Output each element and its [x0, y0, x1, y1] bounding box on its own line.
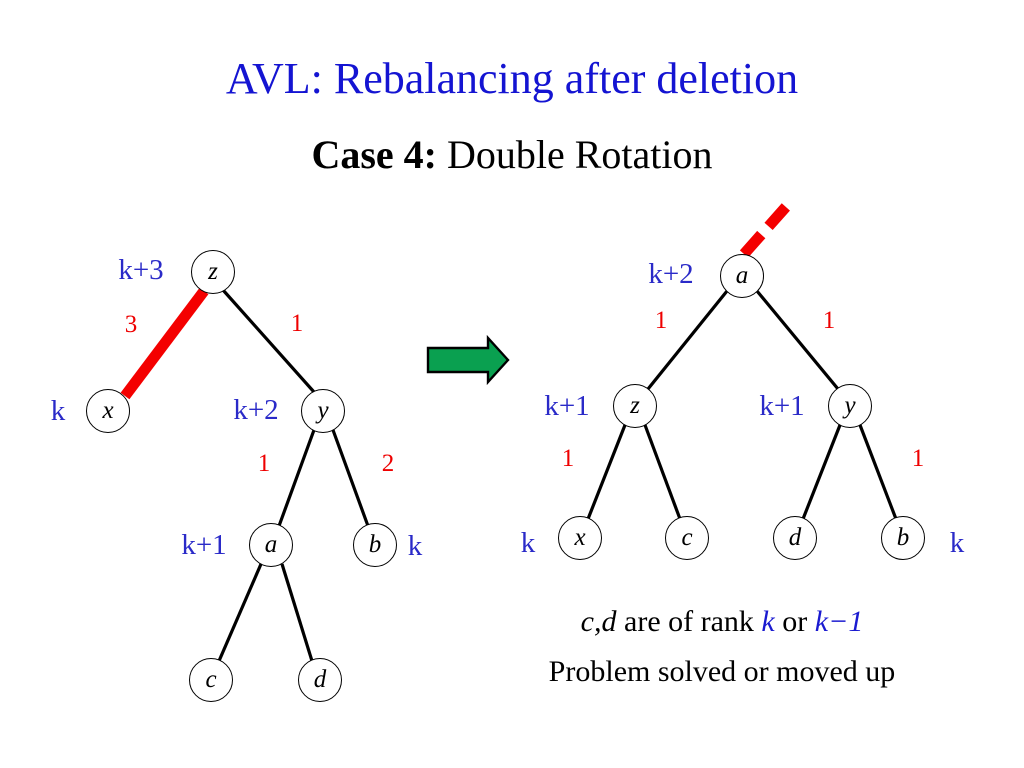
node-right-d-label: d [788, 523, 802, 551]
subtitle-case-label: Case 4: [311, 132, 437, 177]
node-right-z[interactable]: z [613, 384, 657, 428]
node-left-x[interactable]: x [86, 389, 130, 433]
subtitle-rest-label: Double Rotation [437, 132, 713, 177]
node-left-y-label: y [317, 396, 329, 424]
weight-label-right-a-z: 1 [654, 307, 668, 334]
edge-left-z-y [221, 288, 316, 394]
node-right-x[interactable]: x [558, 516, 602, 560]
node-left-a-label: a [264, 530, 278, 558]
node-left-x-label: x [102, 396, 114, 424]
node-right-b-label: b [896, 523, 910, 551]
caption-rank-note: c,d are of rank k or k−1 [581, 605, 864, 639]
weight-label-left-z-x: 3 [124, 311, 138, 338]
node-left-d-label: d [313, 665, 327, 693]
weight-label-right-y-b: 1 [911, 445, 925, 472]
edge-left-y-a [277, 429, 316, 527]
page-subtitle: Case 4: Double Rotation [0, 132, 1024, 178]
node-left-b[interactable]: b [353, 523, 397, 567]
weight-label-left-y-b: 2 [381, 450, 395, 477]
node-right-a-label: a [735, 261, 749, 289]
node-right-y-label: y [844, 391, 856, 419]
edge-right-z-c [643, 424, 682, 520]
edge-right-a-y [755, 289, 840, 391]
caption-problem-status: Problem solved or moved up [548, 655, 896, 688]
caption-are-of-rank: are of rank [616, 605, 762, 638]
edge-right-a-z [646, 289, 729, 391]
weight-label-left-y-a: 1 [257, 450, 271, 477]
node-left-z[interactable]: z [191, 250, 235, 294]
node-right-d[interactable]: d [773, 516, 817, 560]
edge-right-y-d [801, 424, 842, 520]
edge-right-z-x [586, 424, 627, 520]
node-right-b[interactable]: b [881, 516, 925, 560]
edge-right-parent-a-dashed-red [739, 196, 797, 258]
node-left-y[interactable]: y [301, 389, 345, 433]
weight-label-right-z-x: 1 [561, 445, 575, 472]
caption-nodes-cd: c,d [580, 605, 617, 638]
rank-label-right-a: k+2 [648, 258, 694, 290]
caption-rank-k: k [761, 605, 775, 638]
weight-label-left-z-y: 1 [290, 310, 304, 337]
node-right-y[interactable]: y [828, 384, 872, 428]
node-right-z-label: z [630, 391, 640, 419]
page-title: AVL: Rebalancing after deletion [225, 54, 799, 103]
edge-right-y-b [858, 424, 898, 520]
node-right-x-label: x [574, 523, 586, 551]
rank-label-right-b: k [949, 527, 965, 559]
node-left-z-label: z [208, 257, 218, 285]
node-right-c-label: c [681, 523, 693, 551]
rank-label-right-y: k+1 [759, 390, 805, 422]
node-right-a[interactable]: a [720, 254, 764, 298]
edge-left-z-x-red [120, 287, 209, 400]
edge-left-y-b [331, 429, 370, 527]
rank-label-left-z: k+3 [118, 254, 164, 286]
rank-label-left-y: k+2 [233, 394, 279, 426]
caption-or: or [774, 605, 815, 638]
edge-left-a-d [280, 563, 314, 662]
transformation-arrow-icon [426, 334, 510, 386]
node-left-a[interactable]: a [249, 523, 293, 567]
rank-label-right-z: k+1 [544, 390, 590, 422]
caption-rank-k-minus-1: k−1 [814, 605, 864, 638]
weight-label-right-a-y: 1 [822, 307, 836, 334]
node-left-b-label: b [368, 530, 382, 558]
rank-label-left-a: k+1 [181, 529, 227, 561]
rank-label-left-x: k [50, 395, 66, 427]
node-left-d[interactable]: d [298, 658, 342, 702]
node-left-c-label: c [205, 665, 217, 693]
node-left-c[interactable]: c [189, 658, 233, 702]
node-right-c[interactable]: c [665, 516, 709, 560]
rank-label-right-x: k [520, 527, 536, 559]
rank-label-left-b: k [407, 530, 423, 562]
edge-left-a-c [217, 563, 263, 662]
